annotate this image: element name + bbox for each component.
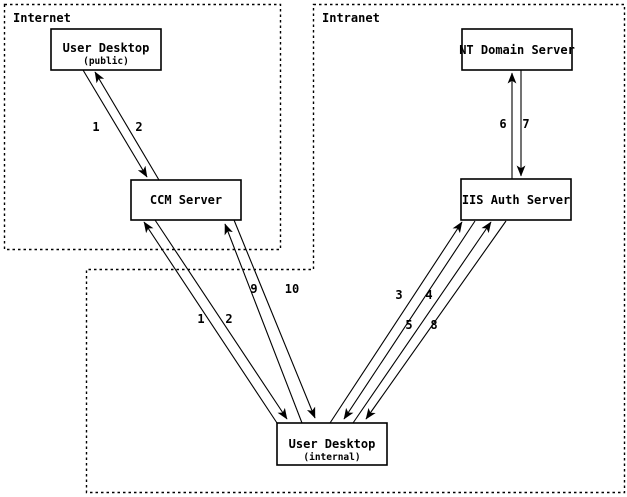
iis-auth-server-box (460, 178, 572, 221)
iis-auth-server-title: IIS Auth Server (462, 193, 570, 207)
ccm-server-title: CCM Server (150, 193, 222, 207)
edge-label-10: 10 (285, 282, 299, 296)
edge-step2-ccm-to-internal (154, 219, 288, 420)
edge-step1-internal-to-ccm (143, 221, 278, 424)
node-nt-domain-server: NT Domain Server (459, 28, 575, 71)
user-desktop-internal-box (276, 422, 388, 466)
nt-domain-server-box (461, 28, 573, 71)
edge-label-2-internal: 2 (225, 312, 232, 326)
user-desktop-public-title: User Desktop (63, 41, 150, 55)
nt-domain-server-title: NT Domain Server (459, 43, 575, 57)
edge-label-2-public: 2 (135, 120, 142, 134)
internet-zone-label: Internet (13, 11, 71, 25)
node-user-desktop-public: User Desktop (public) (50, 28, 162, 71)
edge-step10-ccm-to-internal (233, 219, 316, 419)
edge-step8-iis-to-internal (365, 220, 507, 420)
intranet-zone-border (85, 3, 626, 494)
edge-step9-internal-to-ccm (224, 223, 303, 424)
edge-label-9: 9 (250, 282, 257, 296)
user-desktop-internal-subtitle: (internal) (303, 452, 360, 463)
edge-step5-internal-to-iis (352, 221, 492, 424)
edge-step1-public-to-ccm (82, 69, 148, 178)
edge-label-4: 4 (425, 288, 432, 302)
intranet-zone-label: Intranet (322, 11, 380, 25)
edge-step4-iis-to-internal (343, 220, 476, 420)
edges (82, 69, 526, 424)
node-ccm-server: CCM Server (130, 179, 242, 221)
edge-label-3: 3 (395, 288, 402, 302)
edge-labels: 1 2 1 2 9 10 3 4 5 8 6 7 (92, 117, 529, 332)
edge-label-1-internal: 1 (197, 312, 204, 326)
user-desktop-internal-title: User Desktop (289, 437, 376, 451)
edge-label-5: 5 (405, 318, 412, 332)
edge-label-8: 8 (430, 318, 437, 332)
user-desktop-public-box (50, 28, 162, 71)
node-user-desktop-internal: User Desktop (internal) (276, 422, 388, 466)
edge-label-1-public: 1 (92, 120, 99, 134)
user-desktop-public-subtitle: (public) (83, 56, 129, 67)
edge-step3-internal-to-iis (329, 221, 463, 424)
internet-zone-border (3, 3, 282, 251)
edge-step2-ccm-to-public (94, 71, 160, 181)
edge-label-7: 7 (522, 117, 529, 131)
ccm-server-box (130, 179, 242, 221)
edge-label-6: 6 (499, 117, 506, 131)
node-iis-auth-server: IIS Auth Server (460, 178, 572, 221)
